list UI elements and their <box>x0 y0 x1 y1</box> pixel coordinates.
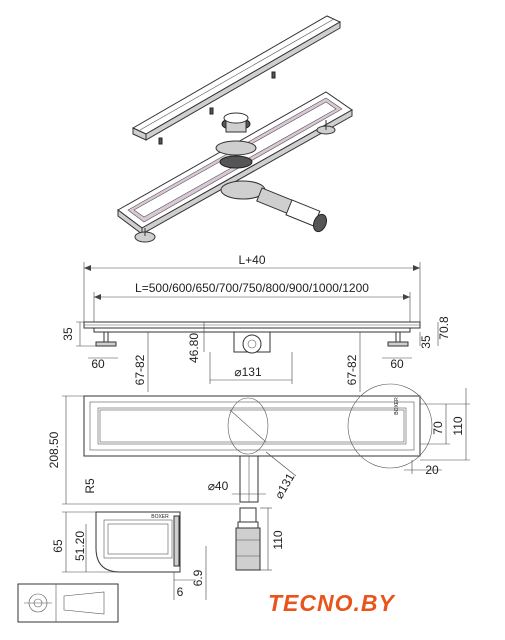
iso-feet <box>134 120 336 243</box>
dim-depth: 208.50 <box>47 431 61 468</box>
dim-radius: R5 <box>83 478 97 494</box>
dim-section-width: 6 <box>177 585 184 599</box>
front-view: L+40 L=500/600/650/700/750/800/900/1000/… <box>61 253 451 392</box>
dim-pipe-length: 110 <box>271 530 285 549</box>
dim-flange-diameter: ⌀131 <box>272 470 298 501</box>
dim-pipe-diameter: ⌀40 <box>208 479 229 493</box>
top-view: BOXER ⌀40 ⌀131 208.50 R5 70 110 20 <box>47 383 470 505</box>
isometric-view <box>117 15 353 243</box>
dim-section-inner: 51.20 <box>73 531 87 561</box>
dim-overall-length: L+40 <box>238 253 265 267</box>
dim-circle-110: 110 <box>451 416 465 435</box>
dim-foot-height-right: 35 <box>419 335 433 349</box>
dim-foot-height-left: 35 <box>61 327 75 341</box>
dim-section-height: 65 <box>51 539 65 553</box>
dim-circle-70: 70 <box>431 421 445 435</box>
section-detail: BOXER 65 51.20 6 6.9 <box>51 511 207 600</box>
dim-foot-range-left: 67-82 <box>133 354 147 385</box>
dim-outlet-height: 46.80 <box>187 333 201 363</box>
left-foot: 35 60 67-82 <box>61 321 149 392</box>
label-boxer-top: BOXER <box>394 397 400 415</box>
tecno-by-logo: TECNO.BY <box>268 588 438 618</box>
siphon-trap <box>215 112 328 233</box>
symbol-box <box>17 583 119 623</box>
dim-foot-width-right: 60 <box>390 357 404 371</box>
outlet: 46.80 ⌀131 <box>187 322 293 384</box>
dim-length-options: L=500/600/650/700/750/800/900/1000/1200 <box>135 281 369 295</box>
dim-circle-offset: 20 <box>425 463 439 477</box>
dim-total-height: 70.8 <box>437 316 451 340</box>
pipe-detail: 110 <box>235 507 285 571</box>
dim-foot-range-right: 67-82 <box>345 354 359 385</box>
dim-section-depth: 6.9 <box>191 569 205 586</box>
grate-cover <box>131 15 342 145</box>
dim-outlet-diameter: ⌀131 <box>234 365 262 379</box>
dim-foot-width-left: 60 <box>91 357 105 371</box>
logo-text: TECNO.BY <box>268 590 395 616</box>
right-foot: 67-82 60 35 70.8 <box>345 316 451 392</box>
label-boxer-side: BOXER <box>151 514 169 520</box>
